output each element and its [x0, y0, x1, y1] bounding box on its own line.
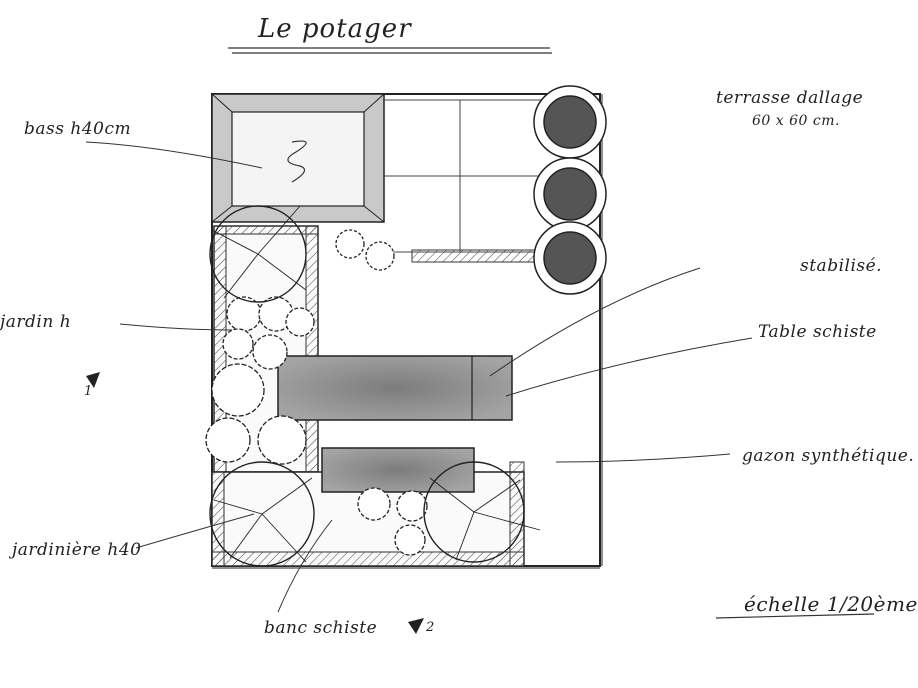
- scale-underline: [715, 613, 875, 619]
- label-jardin-1: jardin h: [0, 312, 72, 332]
- north-arrow-icon: [86, 372, 424, 634]
- label-banc: banc schiste: [264, 618, 378, 638]
- terrace-paving: [384, 99, 596, 263]
- hatched-trees: [533, 85, 607, 295]
- leader-lines: [85, 141, 753, 613]
- label-terrasse: terrasse dallage: [716, 88, 864, 108]
- schist-bench: [321, 447, 475, 493]
- page-title: Le potager: [258, 14, 412, 44]
- label-bassin: bass h40cm: [24, 119, 132, 139]
- label-jardin-2: jardinière h40: [12, 540, 142, 560]
- north-mark-1: 1: [84, 384, 93, 399]
- garden-plan-drawing: [85, 47, 875, 634]
- north-mark-2: 2: [426, 620, 435, 635]
- label-terrasse-dimension: 60 x 60 cm.: [752, 113, 840, 129]
- label-echelle: échelle 1/20ème: [744, 592, 918, 616]
- plot-boundary: [211, 93, 603, 569]
- pond-bassin: [211, 93, 385, 223]
- large-trees: [209, 205, 541, 567]
- label-gazon: gazon synthétique.: [742, 446, 915, 466]
- shrubs: [205, 229, 428, 556]
- label-table: Table schiste: [758, 322, 877, 342]
- label-stabilise: stabilisé.: [800, 256, 883, 276]
- title-underline: [228, 47, 552, 54]
- schist-table: [277, 355, 513, 421]
